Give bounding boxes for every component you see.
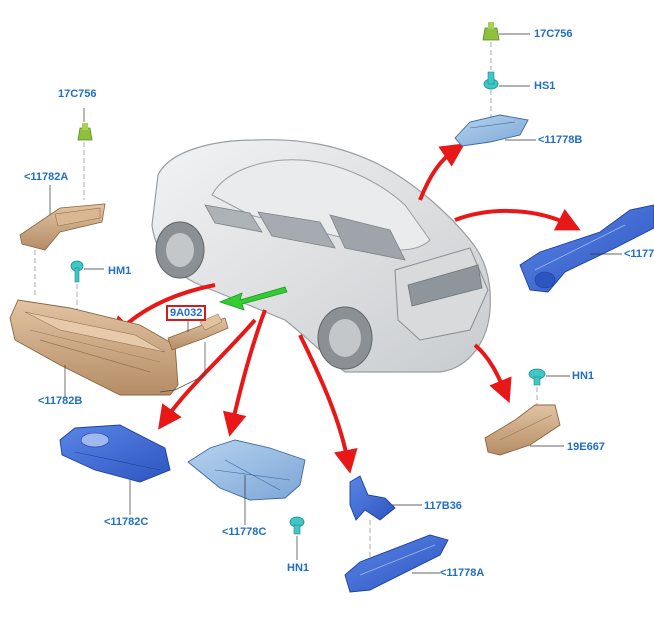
part-11782b[interactable] — [9, 299, 179, 396]
label-9a032[interactable]: 9A032 — [166, 305, 207, 321]
part-hm1[interactable] — [70, 260, 84, 283]
part-11778a[interactable] — [344, 534, 449, 593]
part-11778c[interactable] — [187, 439, 306, 501]
arrow-to-11778c — [222, 309, 267, 437]
callout-arrows — [109, 143, 581, 474]
part-hs1[interactable] — [483, 71, 499, 90]
arrow-to-11782c — [158, 318, 257, 430]
label-hs1[interactable]: HS1 — [534, 80, 556, 92]
car-vehicle-illustration — [151, 139, 491, 373]
part-19e667[interactable] — [484, 404, 561, 456]
label-17c756-left[interactable]: 17C756 — [58, 88, 97, 100]
label-19e667[interactable]: 19E667 — [567, 441, 605, 453]
part-17c756-left[interactable] — [77, 123, 93, 141]
part-11782c[interactable] — [59, 424, 171, 483]
leader-9a032-lower — [159, 342, 206, 393]
label-11782c[interactable]: <11782C — [104, 516, 149, 528]
label-11778a[interactable]: <11778A — [440, 567, 485, 579]
arrow-to-117b36 — [298, 334, 358, 474]
part-1177-right[interactable] — [519, 204, 654, 293]
part-11782a[interactable] — [19, 203, 106, 251]
label-17c756-top[interactable]: 17C756 — [534, 28, 573, 40]
label-hm1[interactable]: HM1 — [108, 265, 132, 277]
label-hn1-bottom[interactable]: HN1 — [287, 562, 310, 574]
label-11778c[interactable]: <11778C — [222, 526, 267, 538]
label-117b36[interactable]: 117B36 — [424, 500, 462, 512]
label-11778b[interactable]: <11778B — [538, 134, 583, 146]
green-arrow-to-9a032 — [218, 286, 288, 311]
part-hn1-right[interactable] — [528, 368, 546, 386]
label-1177-right[interactable]: <1177 — [624, 248, 654, 260]
label-11782a[interactable]: <11782A — [24, 171, 69, 183]
part-11778b[interactable] — [454, 114, 529, 147]
arrow-to-19e667 — [473, 343, 512, 404]
arrow-to-1177-right — [454, 208, 581, 231]
part-117b36[interactable] — [349, 475, 396, 521]
label-11782b[interactable]: <11782B — [38, 395, 83, 407]
part-17c756-top[interactable] — [482, 22, 500, 41]
part-9a032[interactable] — [167, 313, 229, 351]
label-hn1-right[interactable]: HN1 — [572, 370, 595, 382]
part-hn1-bottom[interactable] — [289, 516, 305, 535]
arrow-to-11778b — [418, 143, 465, 201]
